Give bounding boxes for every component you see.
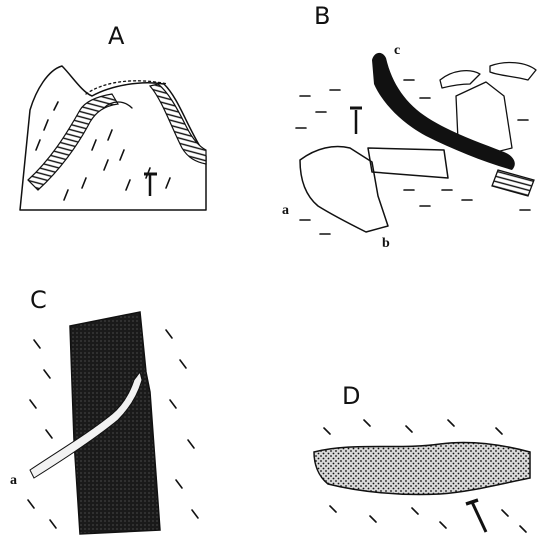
panel-a: A xyxy=(20,22,206,210)
panel-b-label: B xyxy=(314,2,330,30)
panel-d-label: D xyxy=(342,382,360,410)
panel-b-annotation-a: a xyxy=(282,203,289,218)
panel-b: B xyxy=(282,2,536,251)
panel-c: C a xyxy=(10,286,198,534)
panel-b-dike xyxy=(372,53,515,170)
panel-b-annotation-c: c xyxy=(394,43,400,58)
panel-b-annotation-b: b xyxy=(382,236,390,251)
panel-d-hammer-icon xyxy=(466,500,486,532)
panel-b-block-a xyxy=(300,147,388,233)
panel-b-hammer-icon xyxy=(350,108,362,134)
panel-a-label: A xyxy=(108,22,125,50)
panel-c-annotation-a: a xyxy=(10,473,17,488)
panel-d-layer xyxy=(314,442,530,494)
panel-c-label: C xyxy=(30,286,47,314)
panel-d: D xyxy=(314,382,530,532)
panel-b-block-middle xyxy=(368,148,448,178)
